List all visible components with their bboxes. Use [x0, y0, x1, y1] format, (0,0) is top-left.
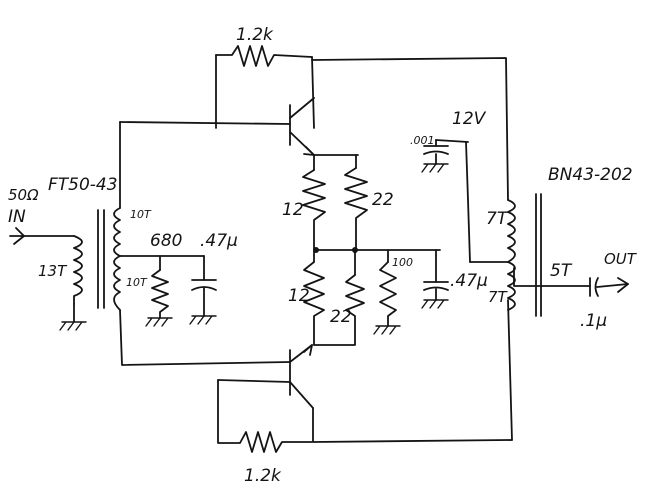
label-c-bias: .47µ [450, 271, 488, 291]
label-input-secondary-top-turns: 10T [130, 208, 152, 221]
supply-12v [421, 139, 471, 263]
label-c-input: .47µ [200, 231, 238, 251]
label-r-bottom: 1.2k [244, 466, 282, 486]
input-left-rail [119, 121, 291, 366]
label-r-emitter-bottom-right: 22 [330, 307, 352, 327]
capacitor-input [189, 255, 217, 325]
label-r-top: 1.2k [236, 25, 274, 45]
label-r-100: 100 [392, 256, 413, 269]
feedback-resistor-bottom [217, 379, 513, 453]
resistor-100 [373, 249, 401, 335]
label-input-impedance: 50Ω [8, 186, 39, 204]
capacitor-output [589, 277, 629, 297]
label-supply-cap: .001 [410, 134, 435, 147]
label-r-680: 680 [150, 231, 182, 251]
resistor-680 [145, 255, 173, 327]
label-input-primary-turns: 13T [38, 262, 68, 280]
label-input-secondary-bottom-turns: 10T [126, 276, 148, 289]
input-transformer [9, 207, 205, 331]
transistor-q2 [289, 344, 314, 409]
label-output-link-turns: 5T [550, 261, 573, 281]
label-output: OUT [604, 250, 638, 268]
label-output-secondary-turns: 7T [488, 288, 509, 306]
capacitor-bias [421, 249, 449, 309]
transistor-q1 [289, 97, 315, 156]
top-collector-rail [311, 57, 513, 441]
label-input-core: FT50-43 [48, 175, 118, 195]
label-output-core: BN43-202 [548, 165, 633, 185]
label-supply: 12V [452, 109, 487, 129]
label-output-primary-turns: 7T [486, 209, 509, 229]
output-transformer [469, 193, 591, 317]
label-r-emitter-top-left: 12 [282, 200, 304, 220]
label-input: IN [8, 207, 26, 227]
emitter-resistor-network [302, 154, 441, 346]
label-r-emitter-bottom-left: 12 [288, 286, 310, 306]
label-r-emitter-top-right: 22 [372, 190, 394, 210]
feedback-resistor-top [215, 45, 315, 129]
label-c-output: .1µ [580, 311, 607, 331]
